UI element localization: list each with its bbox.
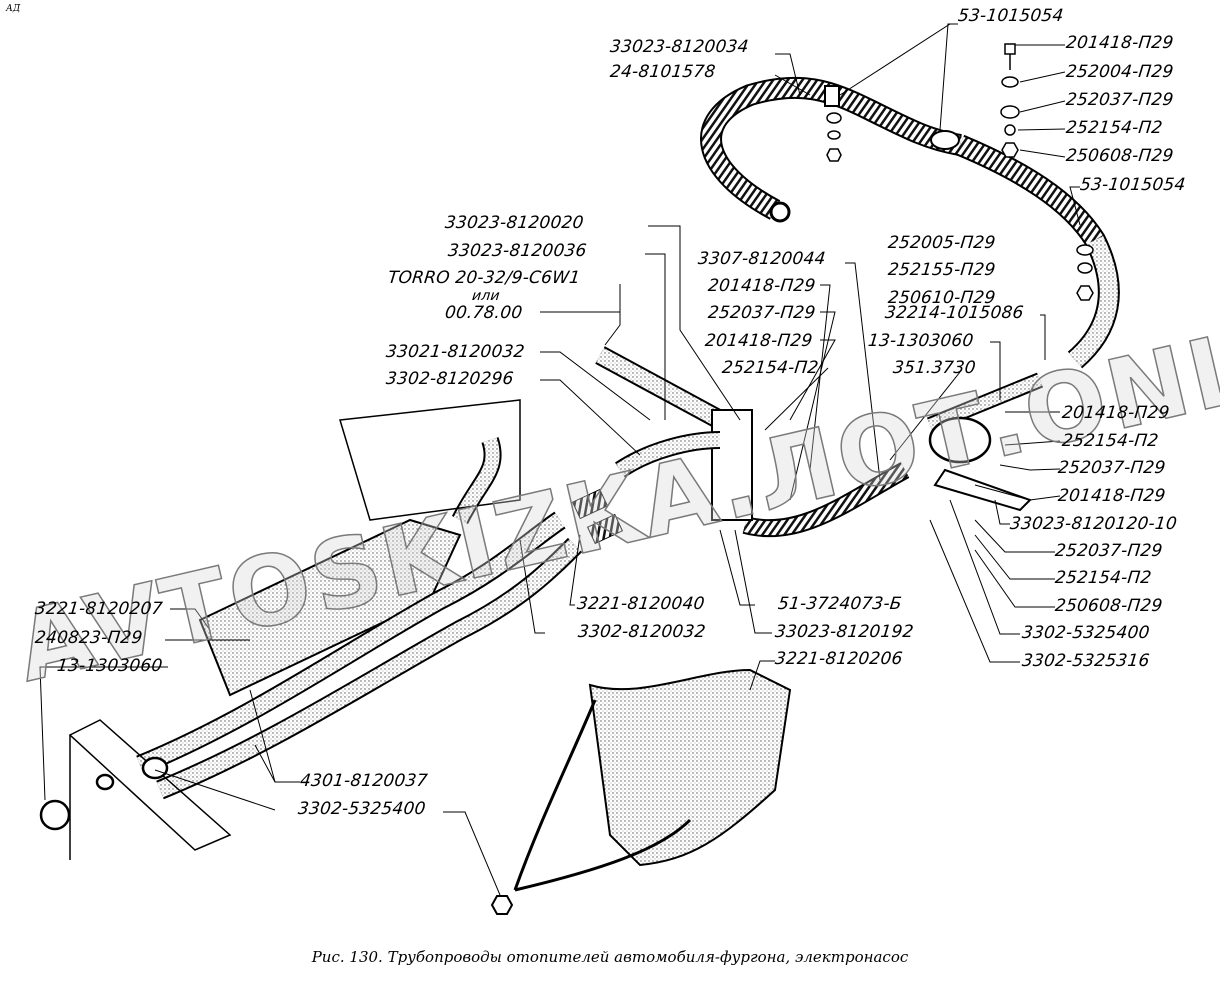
part-label: TORRO 20-32/9-C6W1 — [386, 268, 582, 288]
part-label: 32214-1015086 — [883, 303, 1025, 323]
lower-heat-shield — [490, 668, 792, 915]
part-label: 252037-П29 — [1053, 541, 1164, 561]
part-label: 4301-8120037 — [298, 771, 429, 791]
part-label: 201418-П29 — [703, 331, 814, 351]
part-label: 201418-П29 — [706, 276, 817, 296]
part-label: 53-1015054 — [1078, 175, 1187, 195]
part-label: 3302-5325316 — [1020, 651, 1151, 671]
part-label: 3307-8120044 — [696, 249, 827, 269]
fastener-stack-top — [826, 43, 1094, 301]
part-label: 3302-5325400 — [1020, 623, 1151, 643]
part-label: 351.3730 — [891, 358, 977, 378]
part-label: 252037-П29 — [1064, 90, 1175, 110]
part-label: 201418-П29 — [1064, 33, 1175, 53]
part-label: 33023-8120192 — [773, 622, 915, 642]
pump-and-hoses — [571, 346, 1044, 545]
part-label: 33021-8120032 — [384, 342, 526, 362]
part-label: 201418-П29 — [1060, 403, 1171, 423]
part-label: 252005-П29 — [886, 233, 997, 253]
part-label: 33023-8120120-10 — [1008, 514, 1178, 534]
part-label: 00.78.00 — [443, 303, 524, 323]
part-label: 3302-5325400 — [296, 799, 427, 819]
part-label: 252004-П29 — [1064, 62, 1175, 82]
lower-pipes-and-shield — [39, 399, 583, 860]
part-label: 51-3724073-Б — [776, 594, 903, 614]
part-label: 53-1015054 — [956, 6, 1065, 26]
part-label: 250608-П29 — [1064, 146, 1175, 166]
part-label: 201418-П29 — [1056, 486, 1167, 506]
part-label: 3221-8120207 — [33, 599, 164, 619]
part-label: 13-1303060 — [866, 331, 975, 351]
part-label: 3221-8120206 — [773, 649, 904, 669]
part-label: 3302-8120032 — [576, 622, 707, 642]
part-label: 33023-8120036 — [446, 241, 588, 261]
part-label: 24-8101578 — [608, 62, 717, 82]
part-label: 252154-П2 — [720, 358, 820, 378]
part-label: 252037-П29 — [706, 303, 817, 323]
part-label: 13-1303060 — [55, 656, 164, 676]
corner-mark: АД — [6, 4, 21, 14]
part-label: 33023-8120034 — [608, 37, 750, 57]
figure-caption: Рис. 130. Трубопроводы отопителей автомо… — [311, 948, 909, 966]
part-label: 3221-8120040 — [575, 594, 706, 614]
part-label: 3302-8120296 — [384, 369, 515, 389]
part-label: 250608-П29 — [1053, 596, 1164, 616]
part-label: или — [471, 288, 501, 304]
leader-lines — [39, 23, 1081, 896]
part-label: 252037-П29 — [1056, 458, 1167, 478]
part-label: 252155-П29 — [886, 260, 997, 280]
part-label: 33023-8120020 — [443, 213, 585, 233]
corrugated-hose-upper — [700, 76, 1120, 369]
part-label: 240823-П29 — [33, 628, 144, 648]
part-label: 252154-П2 — [1060, 431, 1160, 451]
part-label: 252154-П2 — [1053, 568, 1153, 588]
part-label: 252154-П2 — [1064, 118, 1164, 138]
